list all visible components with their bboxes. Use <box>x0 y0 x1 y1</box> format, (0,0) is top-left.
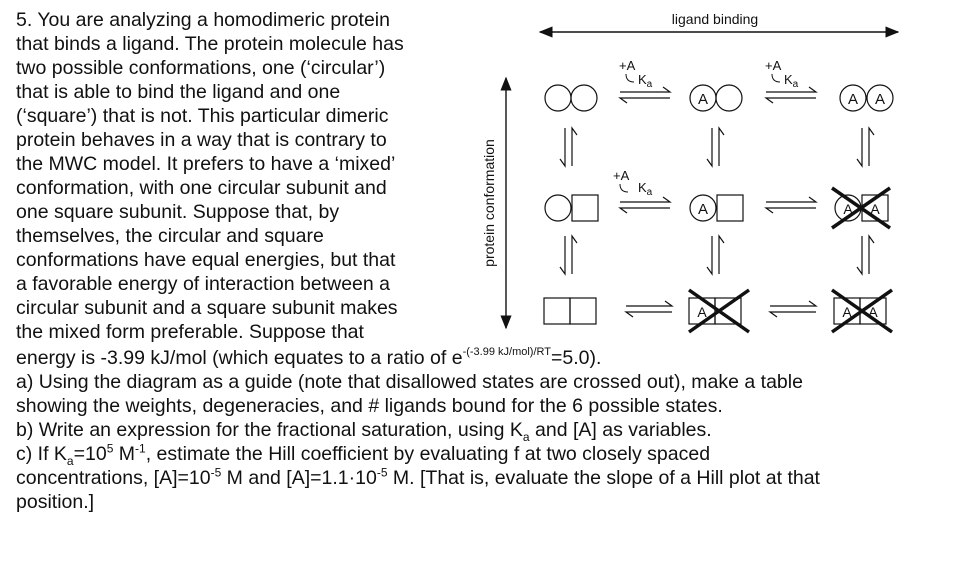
part-c-text: M. [That is, evaluate the slope of a Hil… <box>387 467 820 489</box>
part-a-line1: a) Using the diagram as a guide (note th… <box>16 371 803 393</box>
conformation-equilibrium-arrows <box>559 126 875 168</box>
state-circle-square-one-bound: A <box>689 194 744 222</box>
part-c-text: =10 <box>73 443 107 465</box>
state-disallowed-square-square-one: A <box>687 288 751 334</box>
question-line: 5. You are analyzing a homodimeric prote… <box>16 9 390 31</box>
state-circle-circle <box>544 84 598 112</box>
part-c-text: M <box>113 443 136 465</box>
cross-out-icon <box>830 288 894 334</box>
ligand-label: A <box>868 304 878 320</box>
question-line: one square subunit. Suppose that, by <box>16 201 340 223</box>
question-line: protein behaves in a way that is contrar… <box>16 129 387 151</box>
part-c-text: c) If K <box>16 443 67 465</box>
binding-equilibrium-arrows <box>624 300 818 318</box>
ligand-label: A <box>848 91 858 108</box>
exponent: -5 <box>210 465 222 480</box>
ligand-label: A <box>870 201 880 217</box>
binding-equilibrium-arrows: +A Ka <box>613 168 818 214</box>
ligand-binding-label: ligand binding <box>672 11 758 27</box>
plus-a-label: +A <box>765 58 782 73</box>
question-line: conformations have equal energies, but t… <box>16 249 396 271</box>
question-line: (‘square’) that is not. This particular … <box>16 105 389 127</box>
question-line: that is able to bind the ligand and one <box>16 81 341 103</box>
question-line: a favorable energy of interaction betwee… <box>16 273 390 295</box>
conformation-equilibrium-arrows <box>559 234 875 276</box>
state-circle-circle-two-bound: A A <box>839 84 894 112</box>
ka-label: Ka <box>638 72 653 90</box>
ligand-label: A <box>698 201 708 218</box>
question-line: conformation, with one circular subunit … <box>16 177 387 199</box>
part-b-text: b) Write an expression for the fractiona… <box>16 419 523 441</box>
ka-subscript: a <box>522 429 530 444</box>
energy-text: energy is -3.99 kJ/mol (which equates to… <box>16 347 463 369</box>
cross-out-icon <box>687 288 751 334</box>
part-a-line2: showing the weights, degeneracies, and #… <box>16 395 723 417</box>
ka-label: Ka <box>784 72 799 90</box>
ligand-label: A <box>875 91 885 108</box>
ligand-label: A <box>698 91 708 108</box>
state-circle-circle-one-bound: A <box>689 84 743 112</box>
question-line: that binds a ligand. The protein molecul… <box>16 33 404 55</box>
question-line: the MWC model. It prefers to have a ‘mix… <box>16 153 396 175</box>
ka-label: Ka <box>638 180 653 198</box>
binding-diagram: ligand binding protein conformation A A … <box>481 11 900 334</box>
exponent: -1 <box>135 441 146 456</box>
cross-out-icon <box>831 186 891 230</box>
binding-equilibrium-arrows: +A Ka +A Ka <box>618 58 818 104</box>
state-circle-square <box>544 194 599 222</box>
ligand-label: A <box>697 304 707 320</box>
part-b-text-end: and [A] as variables. <box>529 419 712 441</box>
plus-a-label: +A <box>619 58 636 73</box>
exponent: -5 <box>376 465 388 480</box>
part-c-text: M and [A]=1.1·10 <box>221 467 377 489</box>
ka-subscript: a <box>66 453 74 468</box>
state-disallowed-square-square-two: A A <box>830 288 894 334</box>
plus-a-label: +A <box>613 168 630 183</box>
part-c-line3: position.] <box>16 491 95 513</box>
part-c-text: concentrations, [A]=10 <box>16 467 211 489</box>
ligand-label: A <box>842 304 852 320</box>
protein-conformation-label: protein conformation <box>481 139 497 267</box>
ligand-label: A <box>843 201 853 217</box>
energy-ratio: =5.0). <box>550 347 602 369</box>
part-c-line1: c) If Ka=105 M-1, estimate the Hill coef… <box>16 441 711 468</box>
energy-exponent: -(-3.99 kJ/mol)/RT <box>462 346 551 358</box>
state-square-square <box>543 297 597 325</box>
state-disallowed-circle-square: A A <box>831 186 891 230</box>
question-line: circular subunit and a square subunit ma… <box>16 297 398 319</box>
exponent: 5 <box>106 441 114 456</box>
energy-line: energy is -3.99 kJ/mol (which equates to… <box>16 346 601 373</box>
part-c-text: , estimate the Hill coefficient by evalu… <box>145 443 711 465</box>
question-line: the mixed form preferable. Suppose that <box>16 321 364 343</box>
question-line: two possible conformations, one (‘circul… <box>16 57 386 79</box>
question-line: themselves, the circular and square <box>16 225 324 247</box>
part-c-line2: concentrations, [A]=10-5 M and [A]=1.1·1… <box>16 466 820 490</box>
part-b-line: b) Write an expression for the fractiona… <box>16 418 712 444</box>
